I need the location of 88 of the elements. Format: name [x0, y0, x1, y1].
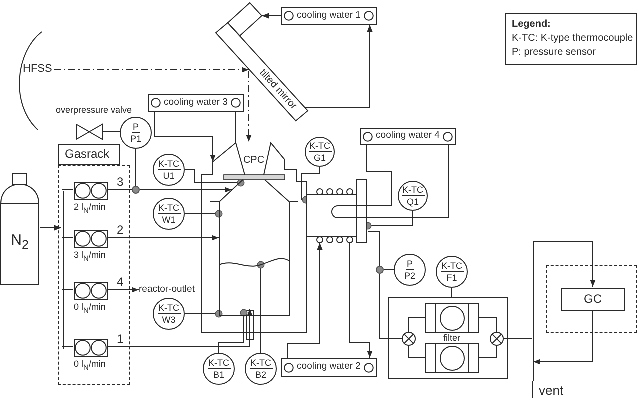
stream-number: 2	[117, 224, 124, 238]
dashed-enclosure	[546, 265, 637, 333]
arrow	[304, 24, 373, 108]
title-tab: Gasrack	[58, 144, 120, 165]
arrow	[533, 310, 594, 365]
instrument-circle	[120, 117, 152, 149]
instrument-type: P	[406, 259, 414, 270]
connector-line	[366, 144, 392, 206]
supply-box	[281, 7, 377, 25]
valve-label: overpressure valve	[56, 105, 132, 116]
stream-number: 3	[117, 176, 124, 190]
instrument-circle	[153, 298, 185, 330]
supply-box	[148, 94, 244, 112]
instrument-tag: W1	[161, 215, 177, 225]
instrument-circle	[245, 353, 277, 385]
flow-rate: 2 l$_{N}$/min	[74, 202, 106, 216]
sensor-line	[184, 210, 223, 218]
instrument-type: K-TC	[308, 141, 332, 152]
instrument-tag: P1	[129, 134, 142, 144]
node-label: cooling water 1	[297, 10, 361, 22]
arrow	[106, 287, 140, 293]
node-label: cooling water 4	[376, 131, 440, 142]
instrument-type: K-TC	[208, 358, 230, 369]
text-label: vent	[533, 381, 571, 400]
connector-line	[368, 144, 450, 218]
node-label: GC	[584, 292, 602, 306]
instrument-circle	[398, 181, 428, 211]
legend-entry: P: pressure sensor	[512, 46, 597, 60]
instrument-circle	[394, 254, 426, 286]
connector-line	[508, 338, 533, 340]
arrow	[532, 242, 596, 288]
stream-number: 4	[117, 276, 124, 290]
node-label: HFSS	[23, 63, 52, 76]
dashed-arrow	[54, 67, 250, 73]
instrument-type: K-TC	[440, 261, 464, 272]
instrument-type: K-TC	[158, 159, 180, 170]
sensor-line	[257, 261, 265, 354]
instrument-circle	[436, 256, 468, 288]
arrow	[350, 242, 373, 358]
sensor-line	[218, 309, 248, 354]
filter-housing	[388, 297, 508, 379]
legend-title: Legend:	[512, 18, 552, 32]
dashed-enclosure	[58, 165, 130, 385]
arrow	[140, 187, 232, 193]
instrument-box	[561, 288, 625, 311]
node-label: N$_{2}$	[11, 232, 29, 252]
flow-rate: 0 l$_{N}$/min	[74, 359, 106, 372]
node-label: CPC	[243, 155, 265, 166]
instrument-circle	[305, 137, 335, 167]
connector-line	[380, 274, 388, 340]
sensor-line	[184, 170, 245, 187]
arrow	[106, 235, 220, 241]
arrow	[262, 13, 282, 19]
node-label: cooling water 2	[297, 362, 361, 373]
arrow	[40, 225, 62, 231]
connector-line	[62, 346, 74, 348]
node-label: filter	[444, 333, 460, 344]
arrow	[154, 112, 216, 162]
instrument-type: K-TC	[402, 185, 424, 196]
node-label: cooling water 3	[164, 98, 228, 108]
supply-box	[281, 358, 377, 377]
instrument-type: K-TC	[158, 303, 180, 314]
instrument-tag: B1	[212, 370, 226, 380]
instrument-circle	[153, 154, 185, 186]
sensor-line	[302, 166, 320, 204]
instrument-tag: P2	[403, 271, 416, 281]
sensor-line	[184, 310, 223, 318]
instrument-type: K-TC	[158, 203, 180, 214]
instrument-type: K-TC	[250, 358, 272, 369]
instrument-tag: G1	[312, 153, 327, 163]
instrument-circle	[153, 198, 185, 230]
instrument-tag: F1	[446, 273, 458, 283]
instrument-type: P	[132, 122, 140, 133]
instrument-tag: W3	[161, 315, 177, 325]
instrument-tag: U1	[162, 171, 176, 181]
instrument-circle	[203, 353, 235, 385]
instrument-tag: B2	[254, 370, 268, 380]
supply-box	[360, 128, 456, 145]
text-label: reactor-outlet	[139, 284, 199, 296]
flow-rate: 0 l$_{N}$/min	[74, 302, 106, 316]
stream-number: 1	[117, 333, 124, 347]
arrow	[288, 242, 323, 358]
dashed-arrow	[246, 70, 252, 142]
connector-line	[532, 380, 534, 398]
flow-rate: 3 l$_{N}$/min	[74, 250, 106, 264]
instrument-tag: Q1	[406, 197, 420, 207]
connector-line	[368, 232, 380, 266]
arrow	[106, 308, 253, 348]
